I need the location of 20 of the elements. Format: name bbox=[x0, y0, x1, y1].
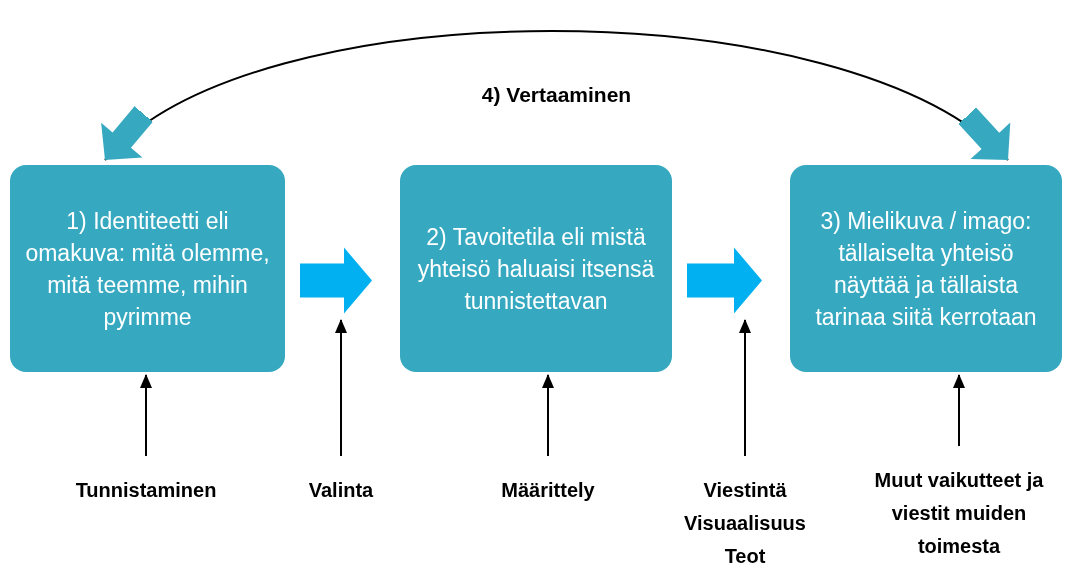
factor-label: Visuaalisuus bbox=[684, 511, 806, 536]
arrow bbox=[335, 319, 347, 457]
box-text: 2) Tavoitetila eli mistä yhteisö haluaisi itsensä tunnistettavan bbox=[416, 222, 656, 316]
block-arrow bbox=[300, 247, 372, 314]
factor-label: Teot bbox=[724, 544, 766, 569]
factor-label: Muut vaikutteet ja viestit muiden toimesta bbox=[873, 468, 1045, 559]
arrow bbox=[953, 374, 965, 447]
process-box bbox=[10, 165, 285, 372]
process-box bbox=[790, 165, 1062, 372]
arrow bbox=[542, 374, 554, 457]
process-box bbox=[400, 165, 672, 372]
box-text: 3) Mielikuva / imago: tällaiselta yhteisö näyttää ja tällaista tarinaa siitä kerrotaan bbox=[814, 206, 1038, 332]
factor-label: Valinta bbox=[308, 478, 374, 503]
box-text: 1) Identiteetti eli omakuva: mitä olemme, mitä teemme, mihin pyrimme bbox=[24, 206, 271, 332]
factor-label: Määrittely bbox=[501, 478, 595, 503]
factor-label: Viestintä bbox=[703, 478, 787, 503]
factor-label: Tunnistaminen bbox=[75, 478, 217, 503]
block-arrow bbox=[687, 247, 762, 314]
arrow bbox=[739, 319, 751, 457]
arrow bbox=[140, 374, 152, 457]
